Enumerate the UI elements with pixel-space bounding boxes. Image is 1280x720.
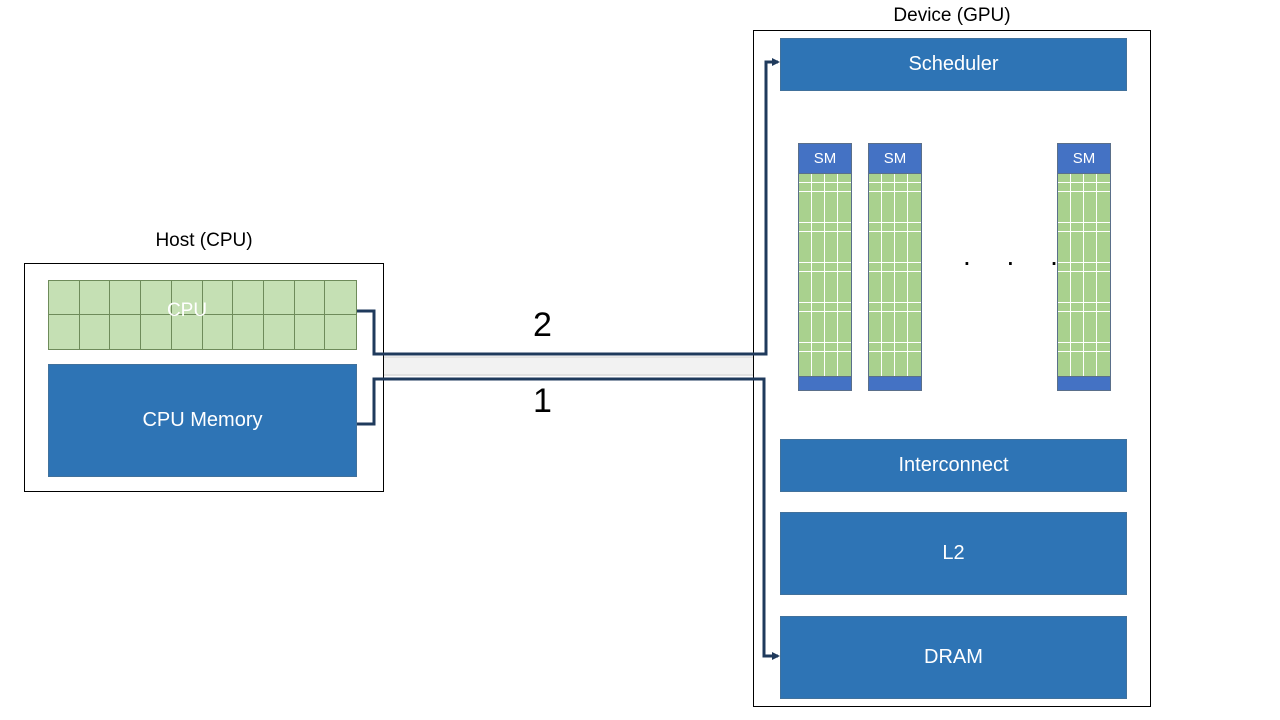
interconnect-block: Interconnect bbox=[780, 439, 1127, 492]
cpu-core bbox=[233, 315, 264, 349]
cpu-core bbox=[49, 315, 80, 349]
scheduler-label: Scheduler bbox=[908, 53, 999, 75]
cpu-core bbox=[141, 281, 172, 315]
sm-footer bbox=[869, 376, 921, 390]
sm-unit: SM bbox=[868, 143, 922, 391]
dram-label: DRAM bbox=[924, 646, 983, 668]
sm-unit: SM bbox=[1057, 143, 1111, 391]
sm-core-array bbox=[799, 174, 851, 377]
cpu-core-grid bbox=[48, 280, 357, 350]
cpu-core bbox=[141, 315, 172, 349]
cpu-core bbox=[80, 315, 111, 349]
sm-unit: SM bbox=[798, 143, 852, 391]
host-title: Host (CPU) bbox=[155, 230, 253, 251]
sm-label: SM bbox=[1058, 144, 1110, 174]
path-2-number: 2 bbox=[533, 306, 552, 344]
l2-block: L2 bbox=[780, 512, 1127, 595]
sm-core-array bbox=[869, 174, 921, 377]
cpu-core bbox=[110, 281, 142, 315]
scheduler-block: Scheduler bbox=[780, 38, 1127, 91]
sm-label: SM bbox=[869, 144, 921, 174]
cpu-core bbox=[294, 281, 326, 315]
cpu-core bbox=[172, 315, 203, 349]
cpu-core bbox=[295, 315, 326, 349]
l2-label: L2 bbox=[942, 542, 965, 564]
bus-band bbox=[384, 357, 753, 376]
cpu-core bbox=[49, 281, 80, 315]
cpu-core bbox=[263, 281, 295, 315]
cpu-core bbox=[79, 281, 111, 315]
path-2-arrow bbox=[357, 58, 780, 356]
cpu-core bbox=[171, 281, 203, 315]
sm-footer bbox=[799, 376, 851, 390]
cpu-core bbox=[325, 281, 356, 315]
sm-core-array bbox=[1058, 174, 1110, 377]
cpu-core bbox=[110, 315, 142, 349]
interconnect-label: Interconnect bbox=[898, 454, 1009, 476]
cpu-memory-label: CPU Memory bbox=[142, 409, 263, 431]
sm-label: SM bbox=[799, 144, 851, 174]
cpu-core bbox=[264, 315, 295, 349]
cpu-memory-block: CPU Memory bbox=[48, 364, 357, 477]
sm-footer bbox=[1058, 376, 1110, 390]
cpu-core bbox=[203, 315, 234, 349]
cpu-core bbox=[233, 281, 264, 315]
dram-block: DRAM bbox=[780, 616, 1127, 699]
path-1-number: 1 bbox=[533, 382, 552, 420]
cpu-core bbox=[202, 281, 234, 315]
device-title: Device (GPU) bbox=[893, 5, 1011, 26]
path-1-arrow bbox=[357, 377, 780, 660]
sm-ellipsis: . . . bbox=[963, 240, 1072, 271]
